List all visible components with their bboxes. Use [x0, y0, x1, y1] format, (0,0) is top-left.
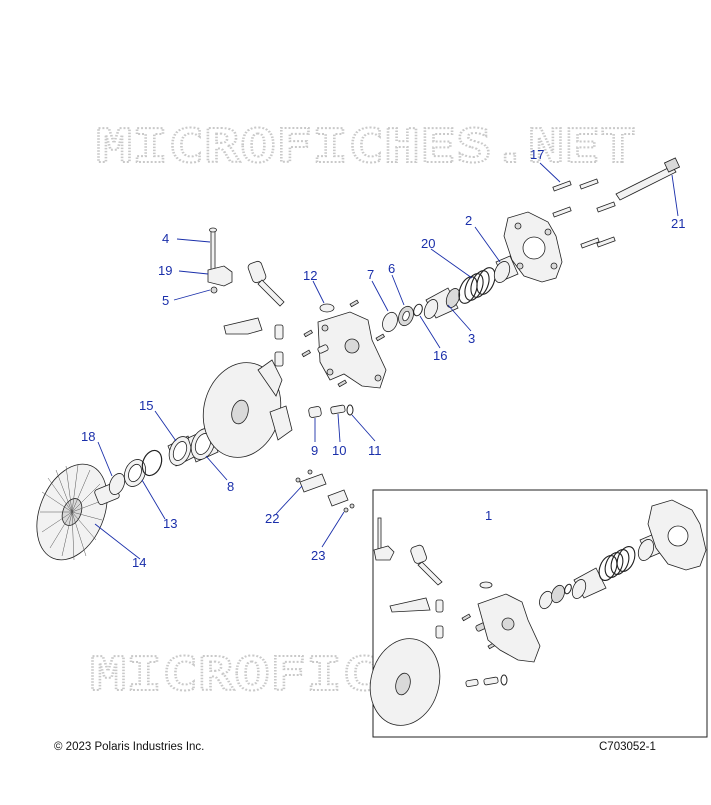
part-17-bolts [552, 178, 616, 249]
callout-15: 15 [139, 398, 153, 413]
callout-17: 17 [530, 147, 544, 162]
part-11-clip [346, 404, 354, 416]
callout-23: 23 [311, 548, 325, 563]
spider-bracket [317, 311, 387, 389]
assembly-inset [369, 499, 707, 726]
callout-18: 18 [81, 429, 95, 444]
part-16-o-ring [413, 303, 423, 317]
callout-12: 12 [303, 268, 317, 283]
part-21-long-bolt [615, 157, 681, 201]
part-23-bracket [327, 489, 355, 513]
part-7-washer [382, 311, 398, 333]
part-9-bushing [308, 406, 322, 418]
part-14-sheave [36, 463, 120, 561]
part-20-spring [458, 267, 496, 304]
bushing-small-a [274, 324, 284, 340]
callout-labels: 1 2 3 4 5 6 7 8 9 10 11 12 13 14 15 16 1… [81, 147, 685, 570]
part-12-button [319, 303, 335, 313]
moveable-sheave [202, 359, 293, 458]
part-13-rings [123, 449, 163, 487]
part-19-weight [207, 265, 233, 287]
part-15-bushing [167, 435, 197, 467]
callout-14: 14 [132, 555, 146, 570]
bushing-small-b [274, 351, 284, 367]
part-22-bracket [295, 469, 327, 493]
callout-9: 9 [311, 443, 318, 458]
watermark-top: MICROFICHES.NET [96, 119, 636, 173]
small-pins [301, 299, 386, 388]
part-10-pin [330, 404, 346, 415]
callout-19: 19 [158, 263, 172, 278]
callout-8: 8 [227, 479, 234, 494]
copyright-notice: © 2023 Polaris Industries Inc. [54, 741, 205, 753]
part-2-cap [493, 255, 519, 283]
callout-5: 5 [162, 293, 169, 308]
callout-3: 3 [468, 331, 475, 346]
callout-16: 16 [433, 348, 447, 363]
callout-6: 6 [388, 261, 395, 276]
callout-21: 21 [671, 216, 685, 231]
part-5-nut [210, 286, 218, 294]
callout-4: 4 [162, 231, 169, 246]
cover-plate [503, 211, 563, 283]
callout-7: 7 [367, 267, 374, 282]
callout-13: 13 [163, 516, 177, 531]
leader-lines [94, 162, 679, 560]
roller-pin [247, 260, 285, 307]
callout-20: 20 [421, 236, 435, 251]
part-3-shaft [423, 287, 461, 319]
callout-10: 10 [332, 443, 346, 458]
drawing-number: C703052-1 [599, 741, 656, 753]
lever [223, 317, 263, 335]
part-18-o-ring [108, 473, 126, 495]
callout-22: 22 [265, 511, 279, 526]
callout-1: 1 [485, 508, 492, 523]
callout-11: 11 [368, 443, 382, 458]
part-4-pin [209, 227, 217, 275]
callout-2: 2 [465, 213, 472, 228]
